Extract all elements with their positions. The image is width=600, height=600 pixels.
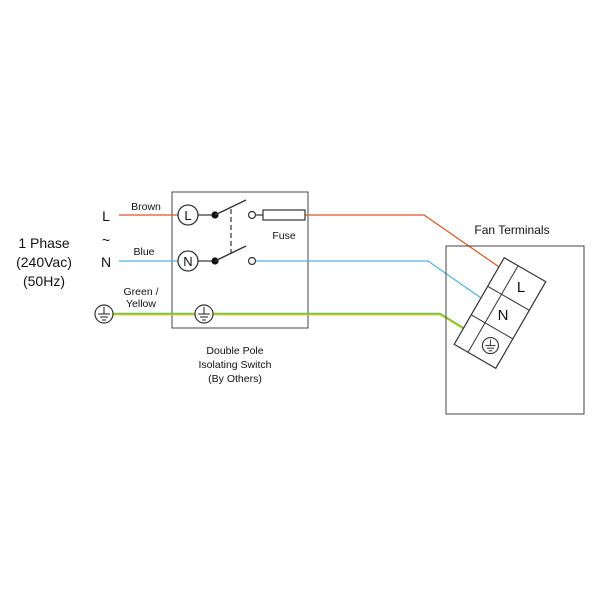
brown-wire-label: Brown	[131, 201, 161, 213]
phase-label-line2: (240Vac)	[16, 254, 72, 270]
switch-neutral-blade	[214, 245, 247, 262]
switch-live-contact	[247, 210, 257, 220]
fan-terminal-block	[453, 256, 547, 370]
blue-wire-to-fan	[256, 260, 492, 306]
blue-wire-label: Blue	[133, 246, 154, 258]
fuse-label: Fuse	[272, 230, 296, 242]
phase-label-line3: (50Hz)	[23, 273, 65, 289]
fan-terminals-title: Fan Terminals	[474, 223, 549, 237]
earth-symbol-icon	[481, 337, 499, 355]
switch-live-terminal-letter: L	[184, 208, 191, 223]
switch-live-blade	[214, 199, 247, 216]
fan-terminals-box	[445, 245, 585, 415]
switch-caption-line1: Double Pole	[206, 345, 263, 357]
earth-symbol-icon	[194, 304, 214, 324]
brown-wire-to-fan	[305, 214, 516, 279]
fuse-icon	[262, 209, 306, 221]
switch-neutral-terminal-letter: N	[183, 254, 192, 269]
switch-neutral-contact	[247, 256, 257, 266]
switch-caption-line2: Isolating Switch	[199, 359, 272, 371]
earth-wire-label-line2: Yellow	[126, 298, 156, 310]
phase-label-line1: 1 Phase	[18, 235, 70, 251]
supply-neutral-letter: N	[101, 254, 111, 270]
earth-symbol-icon	[94, 304, 114, 324]
supply-live-letter: L	[102, 208, 110, 224]
fan-terminal-l: L	[517, 279, 525, 296]
earth-wire-label-line1: Green /	[123, 286, 158, 298]
supply-tilde: ~	[102, 232, 110, 248]
fan-terminal-n: N	[498, 307, 509, 324]
switch-caption-line3: (By Others)	[208, 373, 262, 385]
